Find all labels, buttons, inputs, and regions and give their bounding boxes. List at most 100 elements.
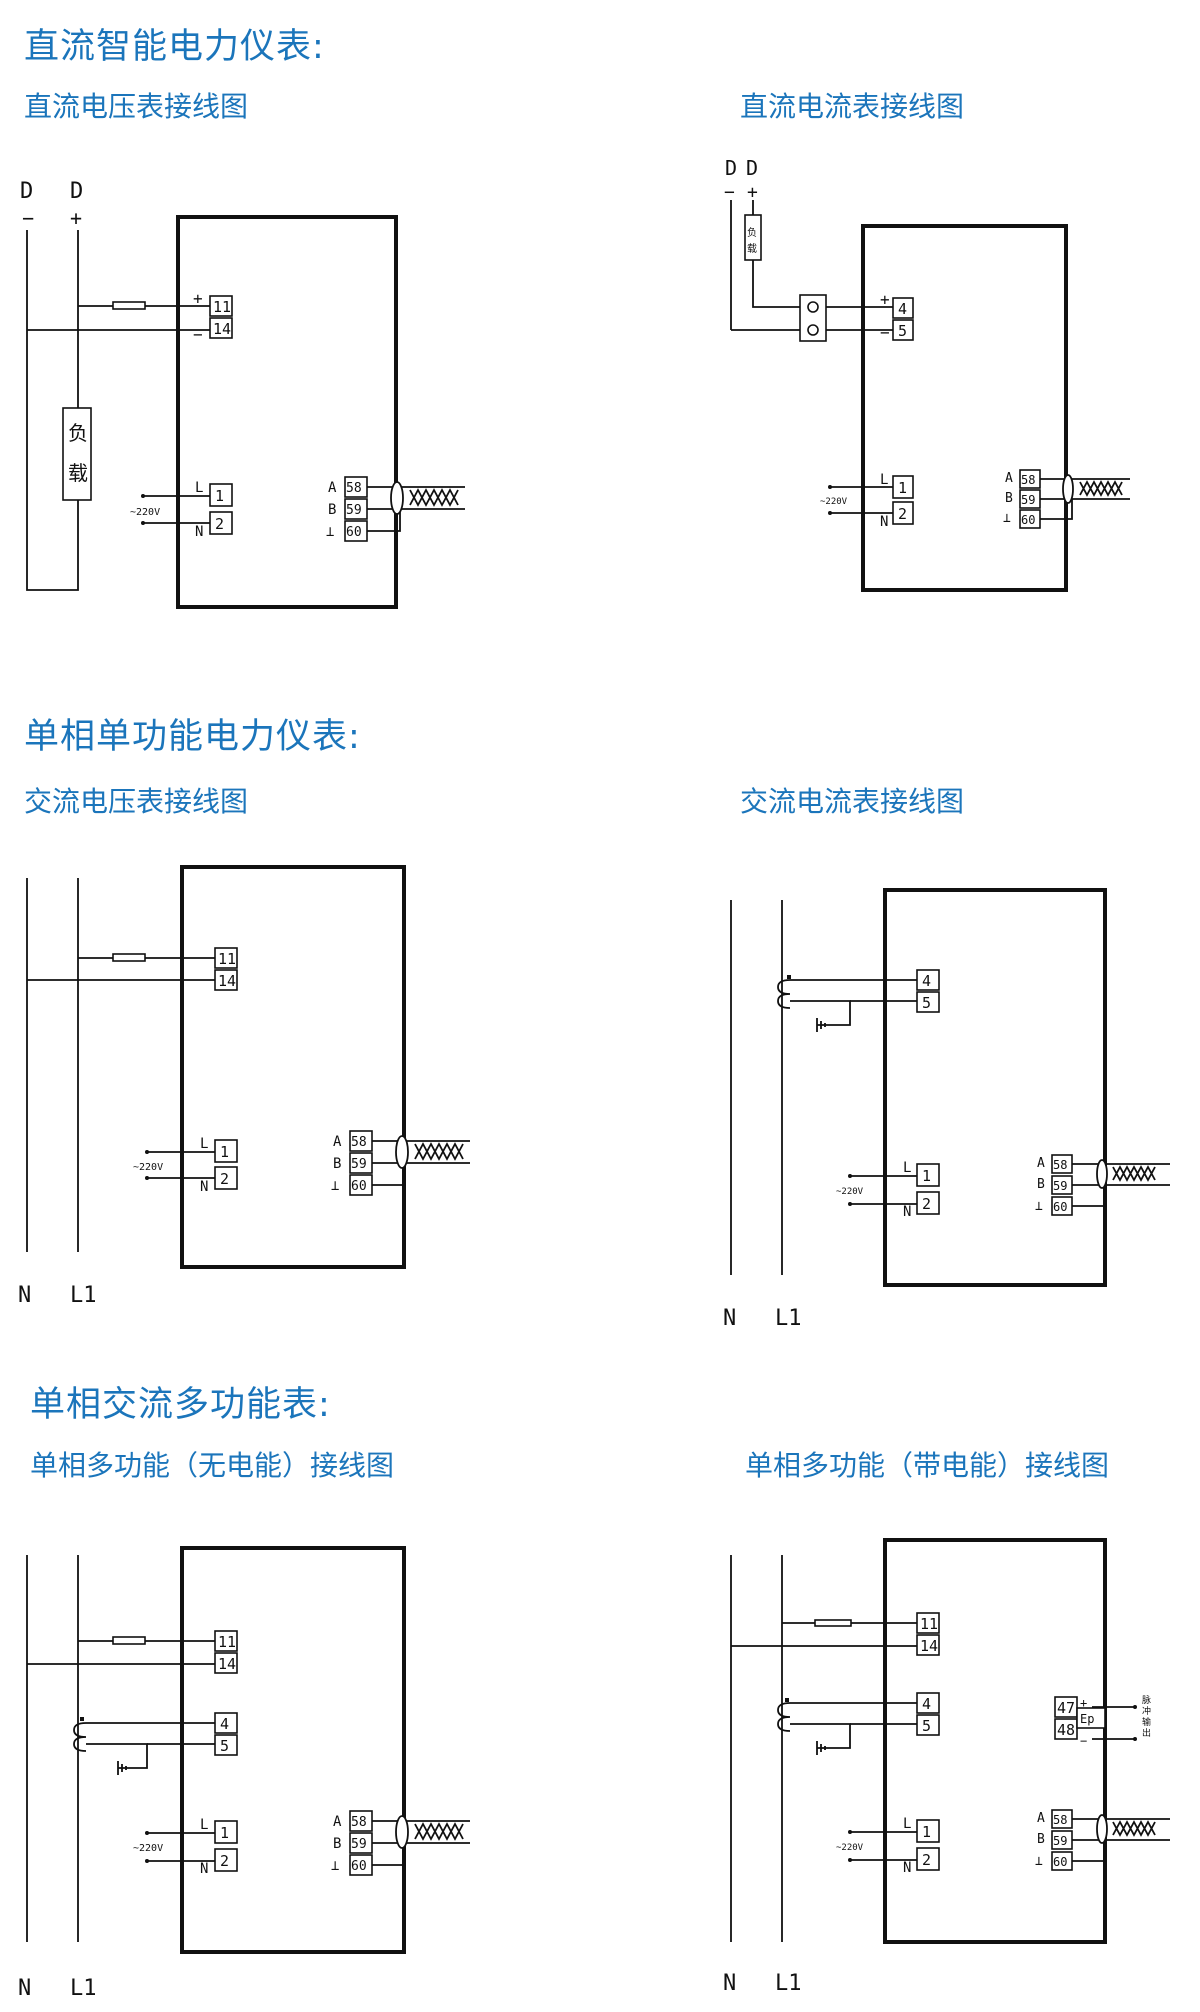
diagram-ac-current: N L1 4 5 ~220V L N 1 2 A B ⊥ 58 59 60: [723, 888, 1170, 1331]
svg-text:11: 11: [213, 298, 231, 316]
svg-text:60: 60: [1021, 513, 1035, 527]
svg-text:+: +: [747, 182, 758, 203]
svg-text:5: 5: [922, 994, 931, 1012]
svg-text:−: −: [1080, 1734, 1087, 1748]
diagram-dc-voltage: D D − + 负 载 + − 11 14 ~220V L N 1 2 A B …: [20, 179, 465, 609]
svg-text:−: −: [724, 182, 735, 203]
fuse: [112, 301, 146, 310]
svg-text:⊥: ⊥: [331, 1178, 339, 1194]
svg-text:4: 4: [220, 1715, 229, 1733]
neg-wire: [26, 230, 79, 591]
svg-text:L1: L1: [775, 1971, 802, 1996]
svg-text:14: 14: [218, 972, 236, 990]
load-char-1: 负: [68, 421, 88, 445]
svg-text:N: N: [723, 1306, 736, 1331]
diagram-title-ac-voltage: 交流电压表接线图: [24, 785, 249, 818]
svg-text:59: 59: [1053, 1834, 1067, 1848]
svg-text:11: 11: [218, 1633, 236, 1651]
svg-text:58: 58: [351, 1815, 367, 1830]
svg-text:1: 1: [215, 487, 224, 505]
diagram-ac-voltage: N L1 11 14 ~220V L N 1 2 A B ⊥ 58 59 60: [18, 865, 470, 1308]
meter-box: [883, 1538, 1107, 1944]
svg-text:N: N: [18, 1976, 31, 2001]
svg-text:A: A: [1005, 471, 1013, 486]
svg-text:载: 载: [747, 243, 757, 255]
meter-box: [176, 215, 398, 609]
svg-text:N: N: [200, 1861, 208, 1877]
svg-text:N: N: [903, 1204, 911, 1220]
svg-text:1: 1: [898, 479, 907, 497]
svg-text:2: 2: [898, 505, 907, 523]
svg-text:+: +: [880, 290, 890, 309]
svg-text:A: A: [333, 1134, 342, 1150]
svg-text:59: 59: [1021, 493, 1035, 507]
svg-text:L: L: [903, 1816, 911, 1832]
svg-text:N: N: [723, 1971, 736, 1996]
svg-text:47: 47: [1057, 1699, 1075, 1717]
diagram-title-multi-no-energy: 单相多功能（无电能）接线图: [30, 1449, 395, 1482]
diagram-multi-no-energy: N L1 11 14 4 5 ~220V L N 1 2 A B ⊥ 58 59…: [18, 1546, 470, 2001]
plus-sign: +: [70, 206, 82, 230]
svg-text:5: 5: [922, 1717, 931, 1735]
svg-text:N: N: [200, 1179, 208, 1195]
svg-text:60: 60: [351, 1859, 367, 1874]
diagram-multi-with-energy: N L1 11 14 4 5 47 48 Ep + − 脉冲输出 ~220V L…: [723, 1538, 1170, 1996]
svg-text:1: 1: [922, 1167, 931, 1185]
svg-text:L: L: [200, 1136, 208, 1152]
svg-text:59: 59: [1053, 1179, 1067, 1193]
svg-text:⊥: ⊥: [331, 1858, 339, 1874]
svg-text:L: L: [880, 472, 888, 488]
svg-text:A: A: [328, 480, 337, 496]
svg-text:L: L: [195, 480, 203, 496]
svg-text:负: 负: [747, 226, 757, 239]
svg-text:1: 1: [220, 1143, 229, 1161]
svg-text:B: B: [1037, 1177, 1045, 1192]
svg-text:N: N: [880, 514, 888, 530]
svg-text:⊥: ⊥: [1035, 1854, 1043, 1869]
svg-text:L1: L1: [70, 1283, 97, 1308]
minus-sign: −: [22, 206, 34, 230]
svg-text:60: 60: [1053, 1855, 1067, 1869]
svg-text:−: −: [193, 325, 203, 344]
svg-text:B: B: [333, 1836, 341, 1852]
svg-text:~220V: ~220V: [836, 1187, 864, 1197]
svg-text:B: B: [328, 502, 336, 518]
svg-text:11: 11: [218, 950, 236, 968]
svg-text:5: 5: [898, 322, 907, 340]
svg-text:4: 4: [898, 300, 907, 318]
svg-text:2: 2: [220, 1170, 229, 1188]
svg-text:58: 58: [351, 1135, 367, 1150]
meter-box: [180, 1546, 406, 1954]
svg-text:A: A: [333, 1814, 342, 1830]
svg-text:~220V: ~220V: [133, 1162, 163, 1173]
load-char-2: 载: [68, 461, 88, 485]
svg-text:60: 60: [351, 1179, 367, 1194]
svg-text:59: 59: [351, 1837, 367, 1852]
svg-text:+: +: [193, 289, 203, 308]
svg-text:D: D: [746, 156, 758, 180]
load-box: [62, 407, 92, 501]
svg-text:1: 1: [220, 1824, 229, 1842]
diagram-title-multi-with-energy: 单相多功能（带电能）接线图: [745, 1449, 1110, 1482]
svg-text:14: 14: [218, 1655, 236, 1673]
svg-text:B: B: [333, 1156, 341, 1172]
svg-text:14: 14: [213, 320, 231, 338]
svg-text:A: A: [1037, 1811, 1045, 1826]
svg-text:⊥: ⊥: [1035, 1199, 1043, 1214]
svg-text:+: +: [1080, 1696, 1087, 1710]
svg-text:2: 2: [922, 1195, 931, 1213]
svg-text:5: 5: [220, 1737, 229, 1755]
svg-text:58: 58: [1021, 473, 1035, 487]
svg-text:L1: L1: [775, 1306, 802, 1331]
section-title-single-function: 单相单功能电力仪表:: [24, 717, 361, 757]
svg-text:4: 4: [922, 1695, 931, 1713]
svg-text:14: 14: [920, 1637, 938, 1655]
svg-text:~220V: ~220V: [836, 1843, 864, 1853]
meter-box: [883, 888, 1107, 1287]
svg-text:2: 2: [215, 515, 224, 533]
terminal-d-plus-label: D: [70, 179, 83, 204]
svg-text:B: B: [1037, 1832, 1045, 1847]
svg-text:L1: L1: [70, 1976, 97, 2001]
svg-text:11: 11: [920, 1615, 938, 1633]
